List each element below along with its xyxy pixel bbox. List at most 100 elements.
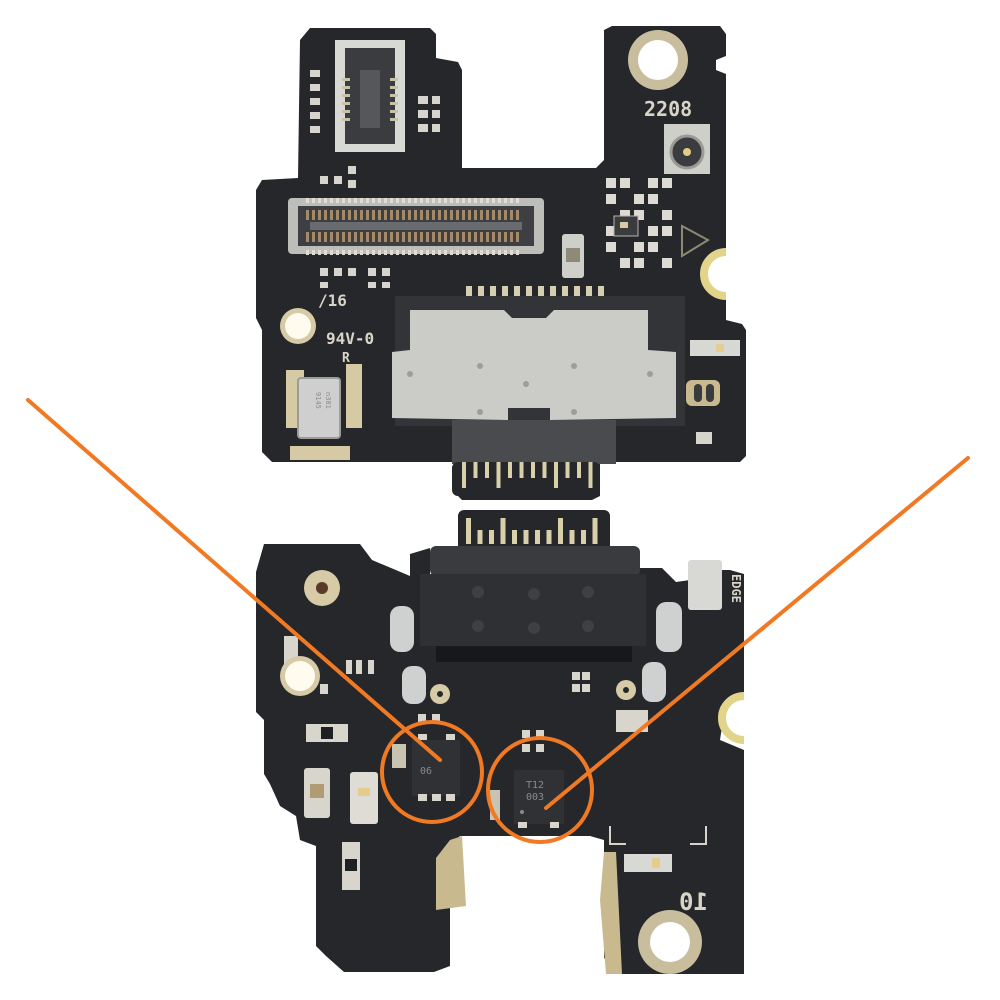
ul-mark: R: [342, 351, 350, 366]
smd-pin: [502, 286, 508, 296]
connector-pin: [372, 232, 375, 242]
grid-pad: [662, 178, 672, 188]
smd-component-right-top: [616, 710, 648, 732]
connector-pad: [462, 198, 465, 203]
connector-pad: [468, 198, 471, 203]
connector-pad: [324, 198, 327, 203]
solder-joint-left-2: [402, 666, 426, 704]
smd-led-bottom-right-lens: [652, 858, 660, 868]
grid-pad: [648, 194, 658, 204]
connector-pad: [414, 250, 417, 255]
connector-pad: [390, 250, 393, 255]
connector-pad: [426, 198, 429, 203]
grid-pad: [634, 194, 644, 204]
connector-pad: [348, 198, 351, 203]
connector-pad: [342, 250, 345, 255]
annotation-circle-right: [486, 736, 594, 844]
rf-connector-pin: [683, 148, 691, 156]
gold-notch-bottom-right: [718, 692, 745, 744]
connector-pad: [360, 198, 363, 203]
smd-diode-2-body: [343, 857, 359, 873]
chip-left-marking: 06: [420, 766, 432, 777]
tht-pin: [581, 530, 586, 544]
connector-pad: [486, 250, 489, 255]
tht-pin: [519, 462, 524, 478]
connector-pin: [396, 210, 399, 220]
chip-right-pin1-dot: [520, 810, 524, 814]
tht-pin: [531, 462, 535, 478]
connector-pad: [396, 198, 399, 203]
connector-pad: [306, 198, 309, 203]
main-connector-center: [310, 222, 522, 230]
usb-c-metal-shield: [392, 310, 676, 420]
connector-pin: [456, 232, 459, 242]
smd-pad-bottom-right: [696, 432, 712, 444]
connector-pad: [480, 250, 483, 255]
connector-pad: [468, 250, 471, 255]
connector-pin: [402, 210, 405, 220]
smd-pin: [526, 286, 532, 296]
gold-strip-left: [436, 836, 466, 910]
grid-pad: [648, 178, 658, 188]
solder-joint-left-1: [390, 606, 414, 652]
connector-pad: [444, 198, 447, 203]
connector-pad: [438, 198, 441, 203]
connector-pin: [312, 232, 315, 242]
connector-pin: [438, 210, 441, 220]
led-component: [690, 340, 740, 356]
connector-pad: [414, 198, 417, 203]
connector-pin: [426, 232, 429, 242]
part-mark: /16: [318, 291, 347, 310]
smd-components-left: [310, 70, 440, 188]
connector-pin: [444, 232, 447, 242]
tht-pin: [523, 530, 529, 544]
connector-pin: [480, 210, 483, 220]
smd-silver-1-center: [310, 784, 324, 798]
tht-pin: [588, 462, 593, 488]
connector-pad: [348, 250, 351, 255]
smd-pin: [598, 286, 604, 296]
connector-pad: [438, 250, 441, 255]
gold-strip-right: [600, 852, 622, 974]
rating-94v0: 94V-0: [326, 329, 374, 348]
connector-pad: [432, 198, 435, 203]
connector-pin: [348, 210, 351, 220]
connector-pad: [498, 198, 501, 203]
smd-pin: [562, 286, 568, 296]
connector-pin: [396, 232, 399, 242]
led-lens: [716, 344, 724, 352]
date-code: 2208: [644, 97, 692, 121]
connector-pad: [360, 250, 363, 255]
connector-pin: [426, 210, 429, 220]
mic-marking-1: n301: [324, 392, 332, 409]
connector-pad: [462, 250, 465, 255]
connector-pin: [486, 232, 489, 242]
inductor-core: [566, 248, 580, 262]
connector-pin: [414, 210, 417, 220]
connector-pad: [510, 250, 513, 255]
connector-pad: [330, 198, 333, 203]
via-small-left-hole: [437, 691, 443, 697]
connector-pad: [366, 198, 369, 203]
oval-slot-2: [706, 384, 714, 402]
connector-pad: [456, 250, 459, 255]
connector-pad: [420, 250, 423, 255]
grid-pad: [634, 258, 644, 268]
tht-pin: [466, 518, 471, 544]
connector-pad: [408, 198, 411, 203]
connector-pad: [432, 250, 435, 255]
connector-pad: [510, 198, 513, 203]
usb-c-opening: [436, 646, 632, 662]
connector-pad: [378, 250, 381, 255]
connector-pad: [504, 198, 507, 203]
smd-pin: [586, 286, 592, 296]
connector-pin: [492, 232, 495, 242]
grid-pad: [634, 242, 644, 252]
tht-pin: [485, 462, 489, 478]
connector-pad: [396, 250, 399, 255]
grid-pad: [606, 226, 616, 236]
connector-pad: [342, 198, 345, 203]
connector-pin: [324, 232, 327, 242]
microphone: [297, 377, 341, 439]
tht-pin: [473, 462, 478, 478]
